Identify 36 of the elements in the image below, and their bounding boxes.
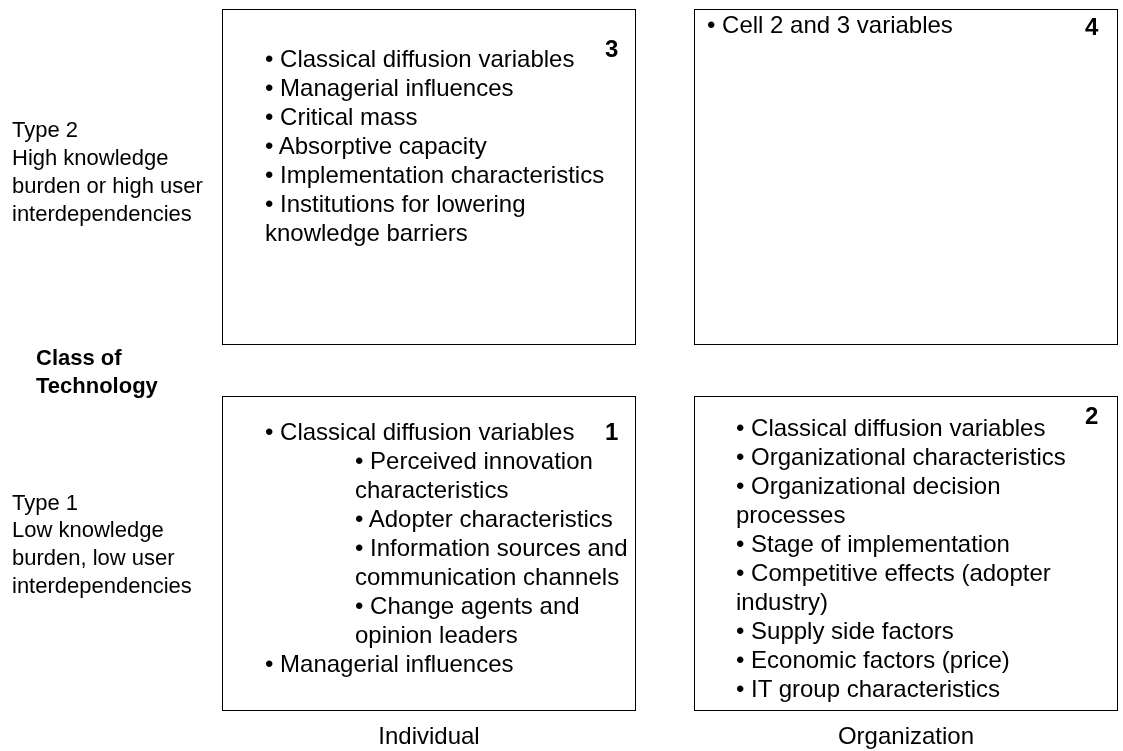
bullet-item: • Cell 2 and 3 variables bbox=[707, 10, 954, 39]
bullet-item: • Organizational decision processes bbox=[736, 471, 1002, 529]
column-label: Organization bbox=[836, 722, 976, 750]
row-label: Type 2 bbox=[12, 116, 80, 144]
bullet-item: • Managerial influences bbox=[265, 73, 515, 102]
bullet-item: • Supply side factors bbox=[736, 616, 955, 645]
row-label: Type 1 bbox=[12, 489, 80, 517]
bullet-item: • Change agents and opinion leaders bbox=[355, 591, 581, 649]
bullet-item: • Institutions for lowering knowledge barriers bbox=[265, 189, 527, 247]
column-label: Individual bbox=[377, 722, 481, 750]
bullet-item: • Information sources and communication channels bbox=[355, 533, 629, 591]
bullet-item: • Perceived innovation characteristics bbox=[355, 446, 594, 504]
bullet-item: • Classical diffusion variables bbox=[736, 413, 1047, 442]
bullet-item: • Critical mass bbox=[265, 102, 419, 131]
bullet-item: • Economic factors (price) bbox=[736, 645, 1011, 674]
cell-box bbox=[222, 9, 636, 345]
bullet-item: • IT group characteristics bbox=[736, 674, 1002, 703]
bullet-item: • Absorptive capacity bbox=[265, 131, 488, 160]
bullet-item: • Implementation characteristics bbox=[265, 160, 606, 189]
cell-box bbox=[694, 396, 1118, 711]
cell-box bbox=[694, 9, 1118, 345]
bullet-item: • Stage of implementation bbox=[736, 529, 1011, 558]
cell-box bbox=[222, 396, 636, 711]
bullet-item: • Organizational characteristics bbox=[736, 442, 1067, 471]
bullet-item: • Classical diffusion variables bbox=[265, 417, 576, 446]
cell-number: 1 bbox=[605, 419, 619, 445]
bullet-item: • Competitive effects (adopter industry) bbox=[736, 558, 1052, 616]
cell-number: 2 bbox=[1085, 403, 1099, 429]
row-description: High knowledge burden or high user interdependencies bbox=[12, 144, 204, 228]
cell-number: 4 bbox=[1085, 14, 1099, 40]
cell-number: 3 bbox=[605, 36, 619, 62]
row-description: Low knowledge burden, low user interdependencies bbox=[12, 516, 193, 600]
bullet-item: • Adopter characteristics bbox=[355, 504, 614, 533]
bullet-item: • Classical diffusion variables bbox=[265, 44, 576, 73]
axis-title: Class of Technology bbox=[36, 344, 159, 400]
bullet-item: • Managerial influences bbox=[265, 649, 515, 678]
